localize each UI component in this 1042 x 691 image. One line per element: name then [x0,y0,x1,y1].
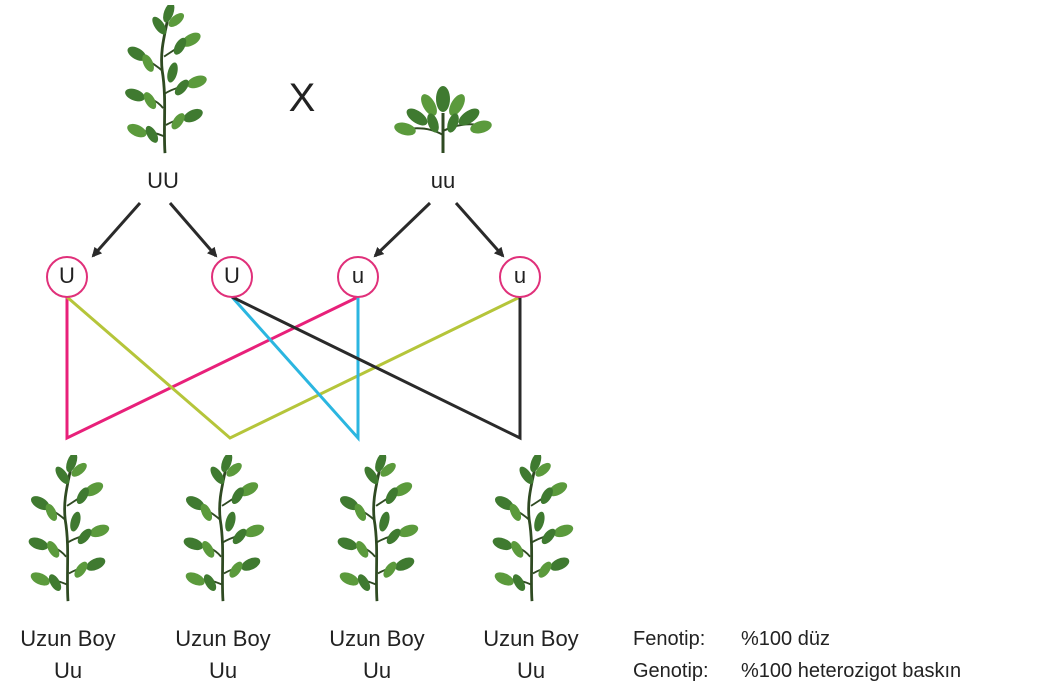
offspring-genotype: Uu [362,658,392,683]
line-cyan [230,296,360,442]
genotype-label: Genotip: [633,660,709,682]
phenotype-value: %100 düz [741,628,830,650]
arrow-p1-gamete2 [168,202,218,258]
genotype-value: %100 heterozigot baskın [741,660,962,682]
offspring-phenotype: Uzun Boy [483,626,579,651]
offspring-plant-icon [334,455,422,603]
offspring-plant-icon [180,455,268,603]
phenotype-label: Fenotip: [633,628,706,650]
arrow-p1-gamete1 [91,202,142,258]
parent-plant-tall-icon [121,5,210,155]
offspring-genotype: Uu [516,658,546,683]
offspring-phenotype: Uzun Boy [20,626,116,651]
arrow-p2-gamete3 [373,201,432,258]
gamete-label: U [224,263,240,288]
gamete-circle-4 [499,256,541,298]
offspring-plant-icon [489,455,577,603]
phenotype-summary: Fenotip: %100 düz [633,628,830,651]
gamete-circle-3 [337,256,379,298]
parent-plant-short-icon [393,84,493,155]
parent1-genotype: UU [147,168,179,193]
gamete-label: u [513,263,527,288]
offspring-phenotype: Uzun Boy [329,626,425,651]
genotype-summary: Genotip: %100 heterozigot baskın [633,660,961,683]
gamete-label: U [59,263,75,288]
offspring-phenotype: Uzun Boy [175,626,271,651]
gamete-circle-1 [46,256,88,298]
offspring-genotype: Uu [208,658,238,683]
line-magenta [65,295,359,441]
offspring-plant-icon [25,455,113,603]
line-black [231,295,522,441]
gamete-label: u [351,263,365,288]
offspring-genotype: Uu [53,658,83,683]
cross-symbol: X [288,76,316,120]
arrow-p2-gamete4 [454,202,505,258]
line-olive [66,295,521,440]
gamete-circle-2 [211,256,253,298]
parent2-genotype: uu [430,168,456,193]
